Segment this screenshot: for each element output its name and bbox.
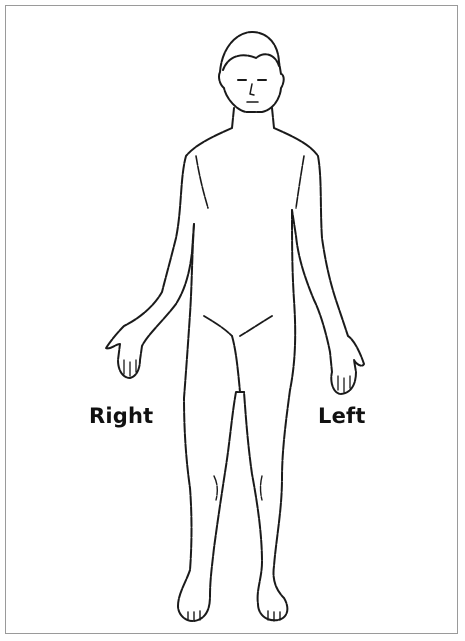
collar-right bbox=[196, 156, 208, 208]
groin-line-right bbox=[204, 316, 232, 336]
torso-left-arm bbox=[274, 128, 364, 394]
neck-right bbox=[232, 108, 234, 128]
groin-line-left bbox=[240, 316, 272, 336]
torso-left-side bbox=[244, 210, 295, 620]
collar-left bbox=[296, 156, 304, 208]
hair bbox=[223, 54, 279, 70]
nose bbox=[250, 84, 254, 95]
head bbox=[219, 32, 284, 112]
fingers-left bbox=[338, 376, 350, 392]
knee-left bbox=[261, 476, 263, 500]
neck-left bbox=[272, 108, 274, 128]
inner-leg bbox=[232, 336, 240, 392]
torso-right-side bbox=[178, 224, 244, 621]
torso-right-arm bbox=[106, 128, 232, 378]
label-right: Right bbox=[89, 404, 153, 428]
knee-right bbox=[214, 476, 217, 500]
fingers-right bbox=[124, 360, 136, 376]
label-left: Left bbox=[318, 404, 366, 428]
